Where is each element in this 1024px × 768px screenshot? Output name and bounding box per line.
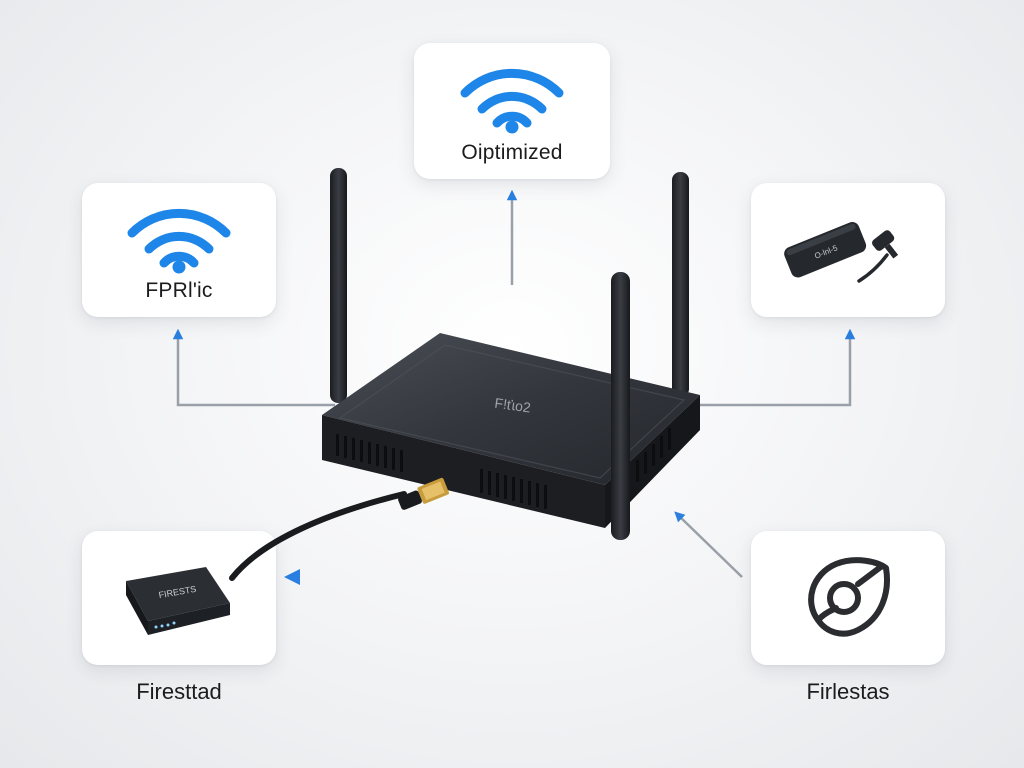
node-card-top: Oiptimized — [414, 43, 610, 179]
connector-bottom-right — [674, 511, 743, 578]
router-antenna-front — [611, 272, 630, 540]
ethernet-cable — [229, 477, 449, 581]
node-label-bottom-left: Firesttad — [136, 679, 222, 704]
node-label-left: FPRl'ic — [145, 279, 213, 302]
usb-adapter-icon: O-lnl-5 — [784, 222, 899, 283]
node-label-bottom-right: Firlestas — [806, 679, 890, 704]
satellite-dish-icon — [808, 557, 890, 637]
wifi-icon — [127, 208, 231, 274]
receiver-device-icon: FIRESTS — [126, 567, 230, 635]
wifi-icon — [460, 68, 564, 134]
node-label-top: Oiptimized — [461, 141, 563, 164]
router-antenna-right — [672, 172, 689, 397]
router-device: F!ťɩo2 — [322, 333, 700, 528]
connector-right — [700, 328, 856, 407]
arrow-bottom-left — [284, 569, 300, 585]
connector-left — [172, 328, 335, 407]
node-card-bottom-right — [751, 531, 945, 665]
node-card-left: FPRl'ic — [82, 183, 276, 317]
router-antenna-left — [330, 168, 347, 403]
node-card-right: O-lnl-5 — [751, 183, 945, 317]
node-card-bottom-left: FIRESTS — [82, 531, 276, 665]
router-brand-text: F!ťɩo2 — [494, 395, 532, 416]
